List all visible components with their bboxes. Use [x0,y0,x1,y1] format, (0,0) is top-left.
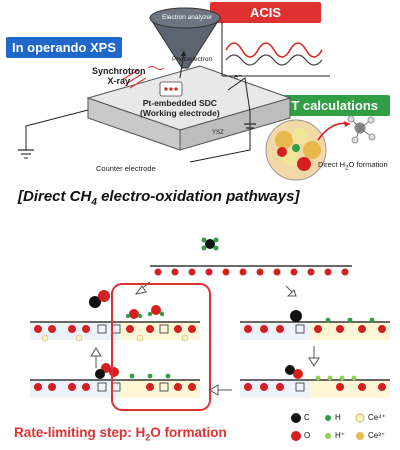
legend-carbon-marker [291,413,301,423]
rate-limiting-label: Rate-limiting step: H2O formation [14,425,227,443]
legend-c-label: C [304,413,310,422]
legend-markers [291,413,365,441]
surface-right-mid [240,310,390,340]
legend-o-label: O [304,431,311,440]
mechanism-schematic [30,237,390,411]
ysz-label: YSZ [212,130,224,136]
surface-top [150,237,352,276]
xps-tag: In operando XPS [6,37,123,58]
legend-ce3-label: Ce³⁺ [368,431,386,440]
legend-hplus-label: H⁺ [335,431,345,440]
working-line1: Pt-embedded SDC [142,98,217,108]
title-suffix: electro-oxidation pathways] [96,188,300,205]
electron-label: e⁻ [234,72,243,81]
legend-ce4-label: Ce⁴⁺ [368,413,386,422]
direct-water-label: Direct H2O formation [318,160,388,172]
water-prefix: Direct H [318,160,346,169]
rate-limiting-box [111,283,211,411]
counter-electrode-label: Counter electrode [96,164,156,173]
synchrotron-line1: Synchrotron [92,66,146,76]
rls-sub: 2 [145,432,151,443]
pathways-title: [Direct CH4 electro-oxidation pathways] [18,188,299,208]
surface-left-mid [30,290,200,342]
legend-hydrogen-marker [325,415,331,421]
synchrotron-label: Synchrotron X-ray [92,66,146,86]
acis-tag: ACIS [210,2,322,23]
synchrotron-line2: X-ray [107,76,131,86]
rls-prefix: Rate-limiting step: H [14,425,146,440]
legend: C H Ce⁴⁺ O H⁺ Ce³⁺ [290,408,398,448]
legend-oxygen-marker [291,431,301,441]
surface-left-bottom [30,363,200,398]
surface-right-bottom [240,365,390,398]
rls-suffix: O formation [150,425,227,440]
working-line2: (Working electrode) [140,108,220,118]
legend-ce4-marker [355,413,365,423]
setup-illustration [18,7,376,181]
legend-ce3-marker [356,432,364,440]
legend-hplus-marker [325,433,331,439]
water-suffix: O formation [348,160,388,169]
title-sub: 4 [91,197,97,208]
water-sub: 2 [345,165,349,172]
working-electrode-label: Pt-embedded SDC (Working electrode) [140,98,220,118]
analyzer-label: Electron analyzer [162,14,213,21]
photoelectron-label: Photoelectron [172,56,213,63]
title-prefix: [Direct CH [18,188,92,205]
legend-h-label: H [335,413,341,422]
dft-tag: DFT calculations [262,95,391,116]
